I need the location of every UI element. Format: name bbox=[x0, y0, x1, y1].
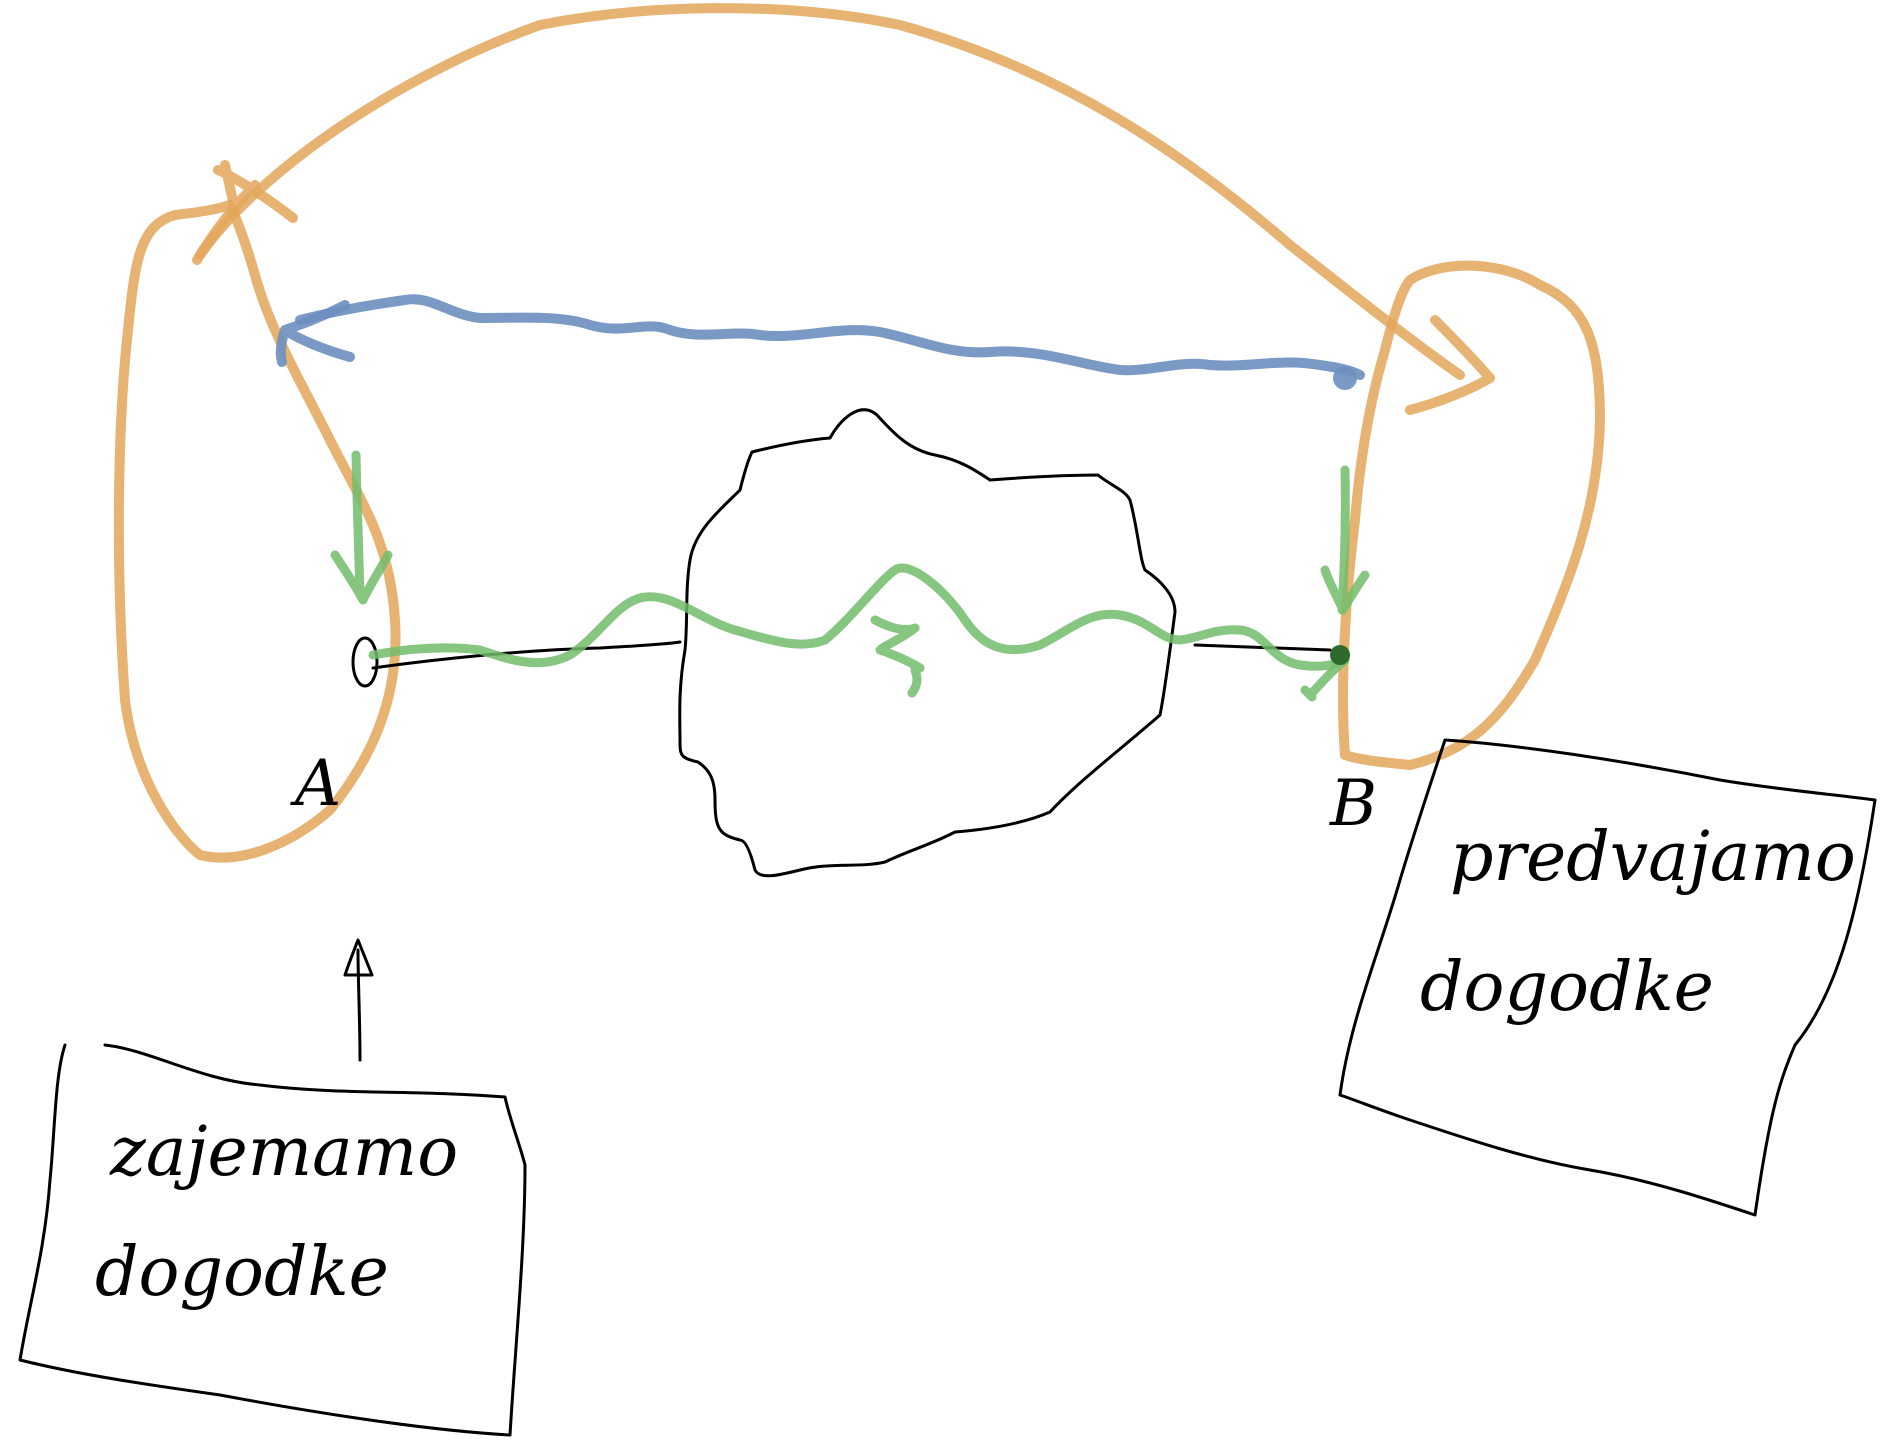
orange-arc-over-top bbox=[195, 3, 1465, 380]
right-note-line2: dogodke bbox=[1420, 948, 1714, 1027]
green-noise-squiggle bbox=[870, 615, 925, 698]
black-blob-obstacle bbox=[678, 408, 1177, 878]
orange-arrowhead-left bbox=[192, 160, 298, 265]
orange-loop-left-enclosure bbox=[113, 200, 401, 863]
orange-loop-right-enclosure bbox=[1338, 260, 1605, 770]
blue-endpoint-dot bbox=[1333, 366, 1357, 390]
point-b-dot bbox=[1330, 645, 1350, 665]
orange-arrowhead-right bbox=[1405, 315, 1495, 415]
blue-arrowhead-left bbox=[275, 300, 355, 367]
left-note-line1: zajemamo bbox=[109, 1113, 458, 1192]
black-line-a-to-blob bbox=[371, 640, 682, 670]
point-b-label: B bbox=[1329, 767, 1377, 841]
green-down-arrow-a bbox=[330, 450, 393, 605]
green-wavy-signal bbox=[368, 563, 1350, 671]
black-up-arrow bbox=[343, 938, 374, 1062]
blue-wavy-link bbox=[295, 294, 1365, 380]
black-line-blob-to-b bbox=[1193, 643, 1332, 652]
left-note-box bbox=[18, 1043, 527, 1437]
right-note-line1: predvajamo bbox=[1450, 818, 1856, 897]
green-down-arrow-b bbox=[1320, 465, 1370, 615]
point-a-label: A bbox=[290, 747, 341, 821]
left-note-line2: dogodke bbox=[95, 1233, 389, 1312]
right-note-box bbox=[1338, 738, 1877, 1217]
point-a-marker bbox=[351, 636, 379, 688]
